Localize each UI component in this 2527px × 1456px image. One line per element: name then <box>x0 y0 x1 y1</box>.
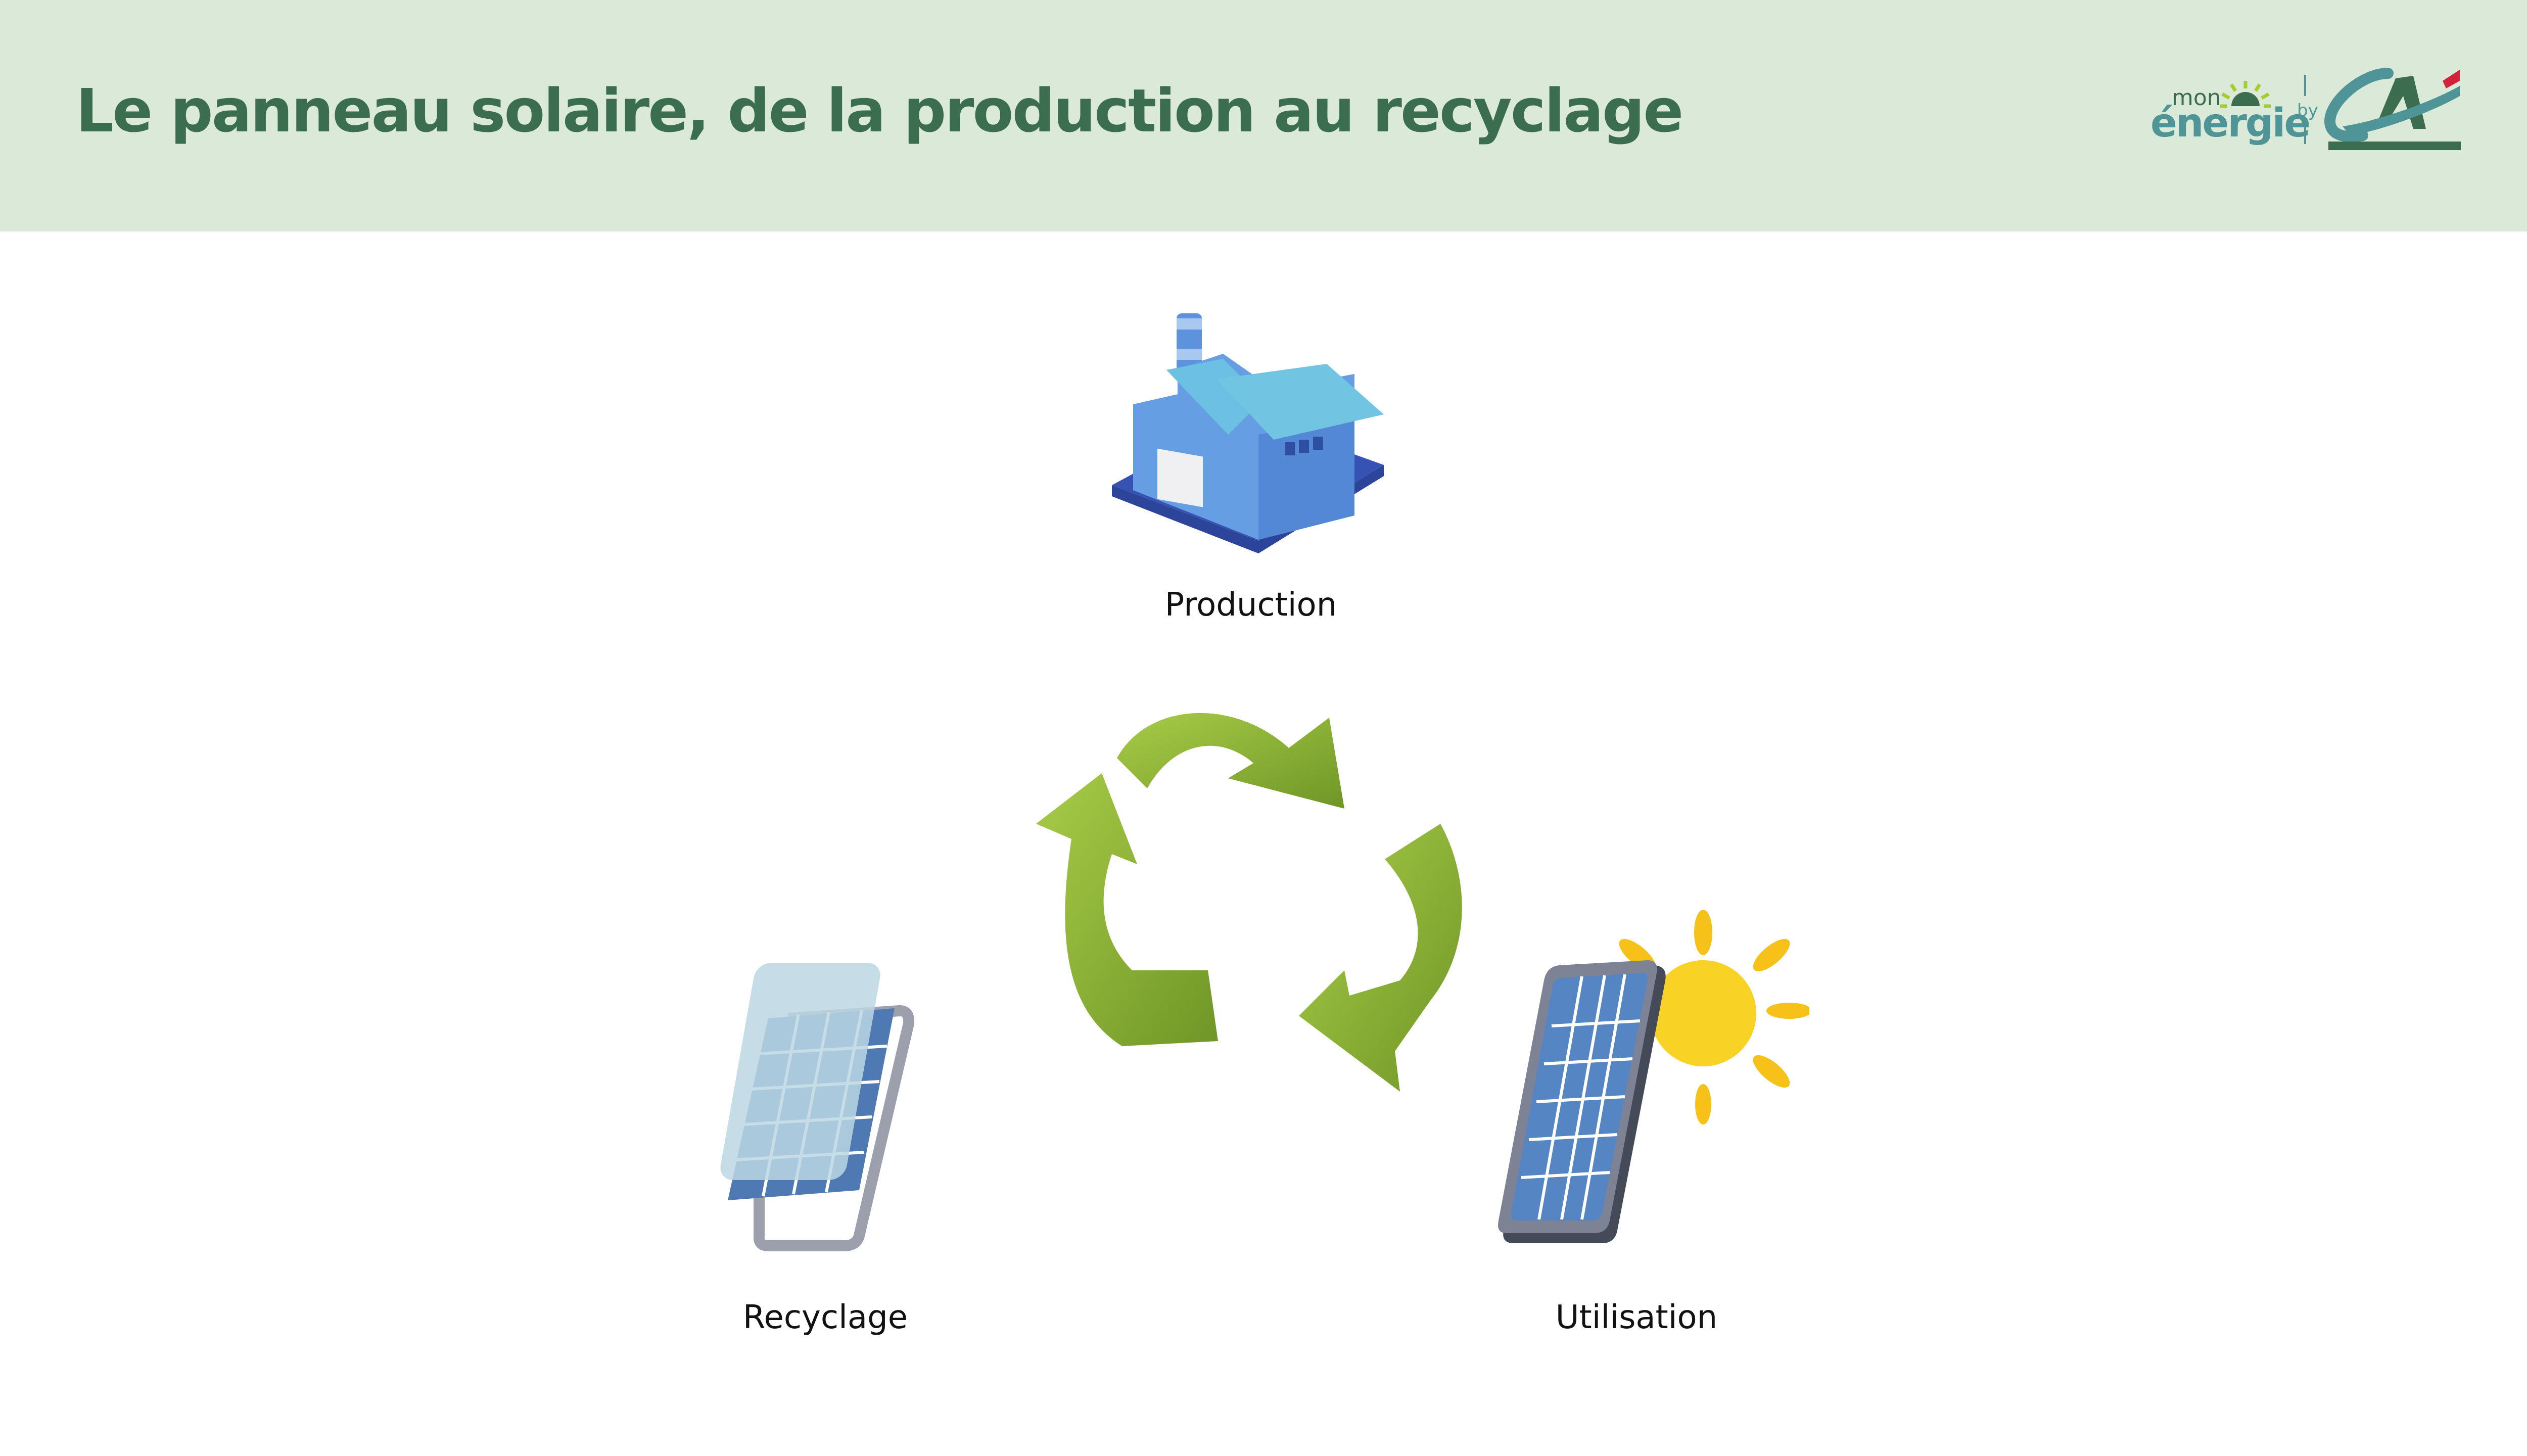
sun-icon <box>2220 81 2271 108</box>
header-banner: Le panneau solaire, de la production au … <box>0 0 2527 231</box>
stage-label-recyclage: Recyclage <box>742 1299 908 1336</box>
factory-icon <box>1112 313 1384 553</box>
mon-energie-by-ca-logo: mon énergie by <box>2150 68 2461 150</box>
svg-text:mon: mon <box>2172 85 2221 111</box>
stage-production <box>1107 313 1390 576</box>
credit-agricole-mark-icon <box>2324 68 2461 150</box>
stage-label-production: Production <box>1164 586 1337 624</box>
page-title: Le panneau solaire, de la production au … <box>76 76 1683 146</box>
recycle-icon <box>1036 713 1462 1092</box>
svg-text:énergie: énergie <box>2150 101 2309 146</box>
stage-recyclage <box>692 953 935 1271</box>
solar-panel-sun-icon <box>1498 910 1812 1243</box>
stage-utilisation <box>1496 907 1812 1261</box>
recycle-center <box>1016 687 1491 1127</box>
svg-text:by: by <box>2297 101 2318 121</box>
solar-panel-layers-icon <box>720 963 915 1251</box>
sun-icon <box>1619 910 1812 1124</box>
stage-label-utilisation: Utilisation <box>1555 1299 1718 1336</box>
